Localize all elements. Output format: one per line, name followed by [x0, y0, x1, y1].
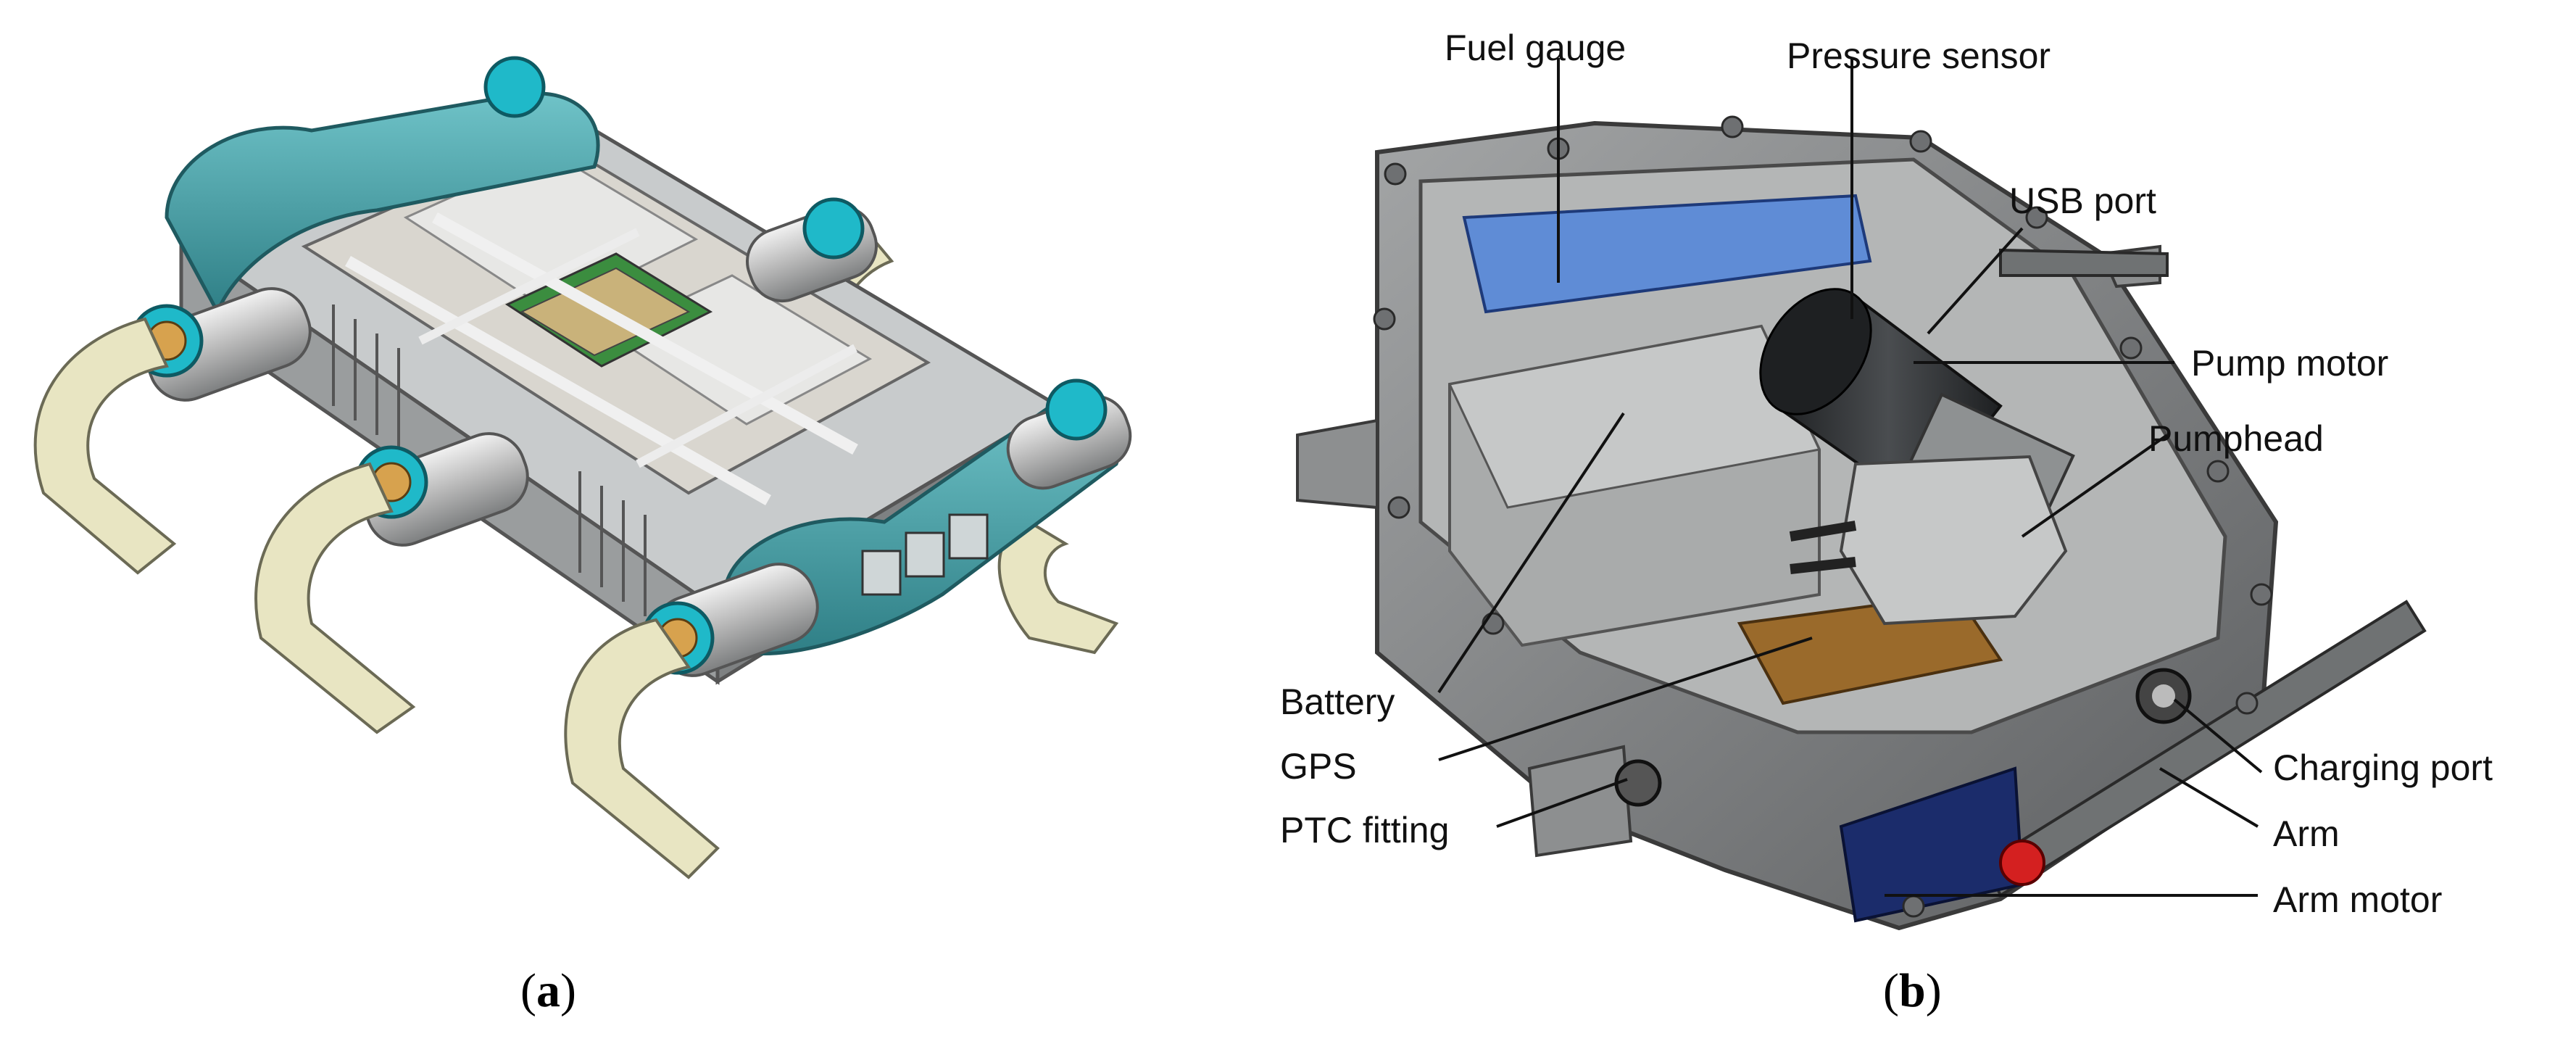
ptc-fitting: [1614, 759, 1662, 807]
robot-leg: [997, 520, 1119, 655]
label-pump-motor: Pump motor: [2191, 343, 2388, 384]
label-usb-port: USB port: [2009, 181, 2156, 221]
pumphead-block: [1839, 455, 2068, 626]
sensor-box-illustration: [1296, 115, 2427, 931]
label-ptc-fitting: PTC fitting: [1280, 810, 1449, 850]
robot-leg: [33, 317, 177, 575]
robot-end-cap: [165, 91, 600, 316]
robot-illustration: [33, 56, 1132, 879]
callout-labels: Fuel gauge Pressure sensor USB port Pump…: [1280, 28, 2493, 920]
label-arm-motor: Arm motor: [2273, 879, 2442, 920]
robot-leg: [254, 462, 416, 734]
fuel-gauge-board: [1462, 194, 1872, 314]
leader-lines: [1437, 58, 2263, 897]
arm-hub: [1999, 840, 2045, 886]
subcaption-a: (a): [520, 964, 576, 1017]
label-charging-port: Charging port: [2273, 747, 2493, 788]
label-pumphead: Pumphead: [2148, 418, 2324, 459]
robot-leg: [564, 618, 720, 879]
label-battery: Battery: [1280, 682, 1395, 722]
label-pressure-sensor: Pressure sensor: [1787, 36, 2051, 76]
subcaption-b: (b): [1883, 964, 1942, 1017]
rim-bolts: [1373, 115, 2273, 918]
label-fuel-gauge: Fuel gauge: [1445, 28, 1626, 68]
label-gps: GPS: [1280, 746, 1357, 787]
label-arm: Arm: [2273, 813, 2340, 854]
